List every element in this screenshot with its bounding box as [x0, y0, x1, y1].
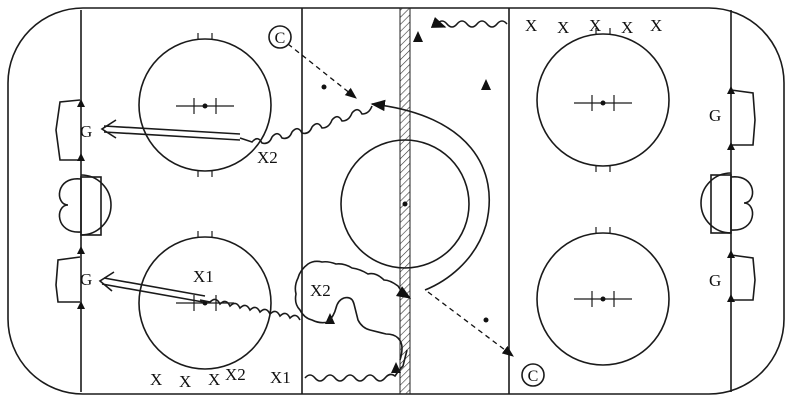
goalie-bracket-left-bottom	[55, 256, 81, 303]
svg-text:X: X	[650, 16, 662, 35]
pass-line-coach-bottom	[427, 291, 514, 357]
player-label-x2-top: X2	[257, 148, 278, 167]
skate-path-top-queue	[430, 17, 508, 28]
rink-boards	[7, 7, 785, 395]
goalie-right-top: G	[709, 106, 721, 125]
skate-path-x1-bottom	[304, 349, 408, 382]
svg-text:X: X	[621, 18, 633, 37]
goalie-left-bottom: G	[80, 270, 92, 289]
svg-text:X: X	[208, 370, 220, 389]
skate-path-x1-mid	[199, 298, 301, 321]
center-red-line	[399, 7, 411, 395]
center-circle	[340, 139, 470, 269]
svg-text:X: X	[557, 18, 569, 37]
goal-right	[700, 172, 754, 234]
coach-top: C	[268, 25, 292, 49]
neutral-dot-bottom	[483, 317, 489, 323]
svg-text:C: C	[275, 30, 286, 47]
coach-bottom: C	[521, 363, 545, 387]
shot-arrow-left-top	[100, 119, 241, 141]
pylon-neutral-bottom	[325, 313, 335, 324]
svg-text:X1: X1	[270, 368, 291, 387]
goalie-bracket-left-top	[55, 99, 81, 161]
player-label-x2-mid: X2	[310, 281, 331, 300]
goal-left	[58, 174, 112, 236]
svg-text:X2: X2	[225, 365, 246, 384]
shot-arrow-left-bottom	[98, 271, 206, 303]
center-faceoff-dot	[402, 201, 408, 207]
player-queue-top: X X X X X	[525, 16, 662, 37]
faceoff-circle-left-top	[138, 33, 272, 177]
skate-path-x2-loop	[294, 260, 412, 361]
player-label-x1-mid: X1	[193, 267, 214, 286]
goalie-bracket-right-top	[730, 89, 756, 146]
pylon-center-top	[413, 31, 423, 42]
pylon-right-zone	[481, 79, 491, 90]
skate-path-center-loop	[370, 99, 490, 291]
faceoff-circle-right-bottom	[536, 227, 670, 366]
goalie-right-bottom: G	[709, 271, 721, 290]
svg-text:X: X	[589, 16, 601, 35]
svg-text:X: X	[179, 372, 191, 391]
faceoff-circle-left-bottom	[138, 231, 272, 370]
svg-text:X: X	[525, 16, 537, 35]
neutral-dot-top	[321, 84, 327, 90]
pass-line-coach-top	[287, 43, 357, 99]
skate-path-x2-top	[239, 105, 373, 145]
goalie-left-top: G	[80, 122, 92, 141]
svg-text:X: X	[150, 370, 162, 389]
player-queue-bottom: X X X X2 X1	[150, 365, 291, 391]
svg-text:C: C	[528, 368, 539, 385]
faceoff-circle-right-top	[536, 28, 670, 172]
goal-line-arrows	[77, 86, 735, 309]
goalie-bracket-right-bottom	[730, 254, 756, 301]
